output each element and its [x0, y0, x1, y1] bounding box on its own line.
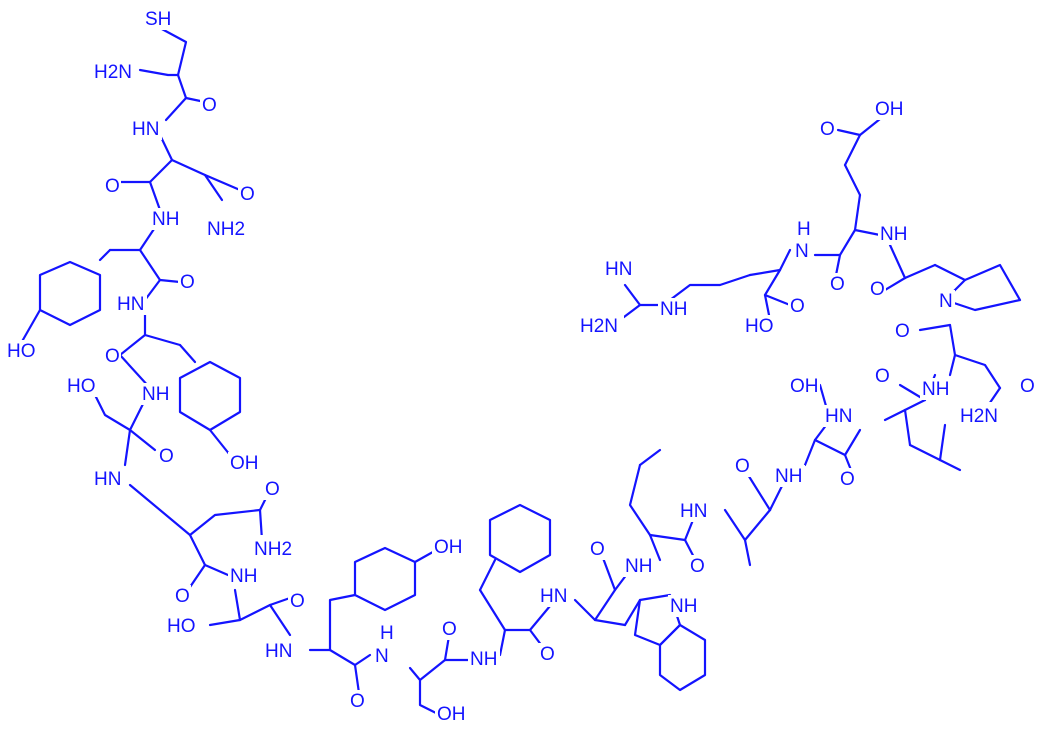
carbonyl-o-label: O — [540, 644, 555, 665]
amide-nh-label: HN — [825, 406, 852, 427]
carbonyl-o-label: O — [202, 95, 217, 116]
carbonyl-o-label: O — [265, 479, 280, 500]
amide-nh-label: NH — [230, 566, 257, 587]
amide-nh2-label: NH2 — [254, 539, 292, 560]
amide-nh-label: HN — [265, 641, 292, 662]
amide-nh2-label: H2N — [960, 406, 998, 427]
amide-h-label: H — [380, 623, 394, 644]
amide-h-label: H — [797, 219, 811, 240]
carbonyl-o-label: O — [840, 469, 855, 490]
guanidine-nh2-label: H2N — [580, 316, 618, 337]
amide-nh-label: NH — [775, 466, 802, 487]
carbonyl-o-label: O — [350, 691, 365, 712]
imine-nh-label: HN — [605, 259, 632, 280]
carbonyl-o-label: O — [830, 274, 845, 295]
hydroxyl-label: HO — [167, 616, 196, 637]
carbonyl-o-label: O — [790, 296, 805, 317]
amide-nh-label: NH — [625, 556, 652, 577]
thiol-label: SH — [145, 9, 171, 30]
hydroxyl-label: OH — [437, 704, 466, 725]
proline-n-label: N — [939, 291, 953, 312]
carbonyl-o-label: O — [870, 279, 885, 300]
phenol-oh-label: OH — [434, 537, 463, 558]
amide-nh-label: HN — [540, 586, 567, 607]
amide-nh-label: NH — [142, 384, 169, 405]
n-terminus-label: H2N — [94, 62, 132, 83]
amide-nh-label: NH — [922, 379, 949, 400]
carbonyl-o-label: O — [290, 591, 305, 612]
amide-nh2-label: NH2 — [207, 219, 245, 240]
hydroxyl-label: HO — [67, 376, 96, 397]
carbonyl-o-label: O — [159, 446, 174, 467]
amide-nh-label: NH — [152, 209, 179, 230]
carbonyl-o-label: O — [1020, 376, 1035, 397]
carbonyl-o-label: O — [240, 184, 255, 205]
bond-skeleton — [18, 26, 1022, 717]
hydroxyl-label: OH — [790, 376, 819, 397]
carbonyl-o-label: O — [175, 586, 190, 607]
carbonyl-o-label: O — [590, 539, 605, 560]
carbonyl-o-label: O — [895, 321, 910, 342]
carbonyl-o-label: O — [735, 456, 750, 477]
guanidine-nh-label: NH — [660, 299, 687, 320]
phenol-oh-label: HO — [7, 341, 36, 362]
carbonyl-o-label: O — [442, 619, 457, 640]
indole-nh-label: NH — [670, 596, 697, 617]
amide-nh-label: HN — [94, 469, 121, 490]
carbonyl-o-label: O — [105, 176, 120, 197]
amide-n-label: N — [795, 241, 809, 262]
atom-labels: SH H2N O HN O NH2 O NH O HN HO O NH OH H… — [5, 8, 1036, 725]
carbonyl-o-label: O — [105, 346, 120, 367]
carboxylic-oh-label: HO — [745, 316, 774, 337]
carboxylic-oh-label: OH — [875, 99, 904, 120]
carbonyl-o-label: O — [180, 272, 195, 293]
amide-nh-label: NH — [470, 649, 497, 670]
amide-n-label: N — [375, 646, 389, 667]
amide-nh-label: HN — [117, 294, 144, 315]
carbonyl-o-label: O — [875, 366, 890, 387]
amide-nh-label: NH — [880, 224, 907, 245]
carbonyl-o-label: O — [690, 556, 705, 577]
amide-nh-label: HN — [680, 501, 707, 522]
amide-nh-label: HN — [132, 119, 159, 140]
carbonyl-o-label: O — [820, 119, 835, 140]
phenol-oh-label: OH — [230, 453, 259, 474]
